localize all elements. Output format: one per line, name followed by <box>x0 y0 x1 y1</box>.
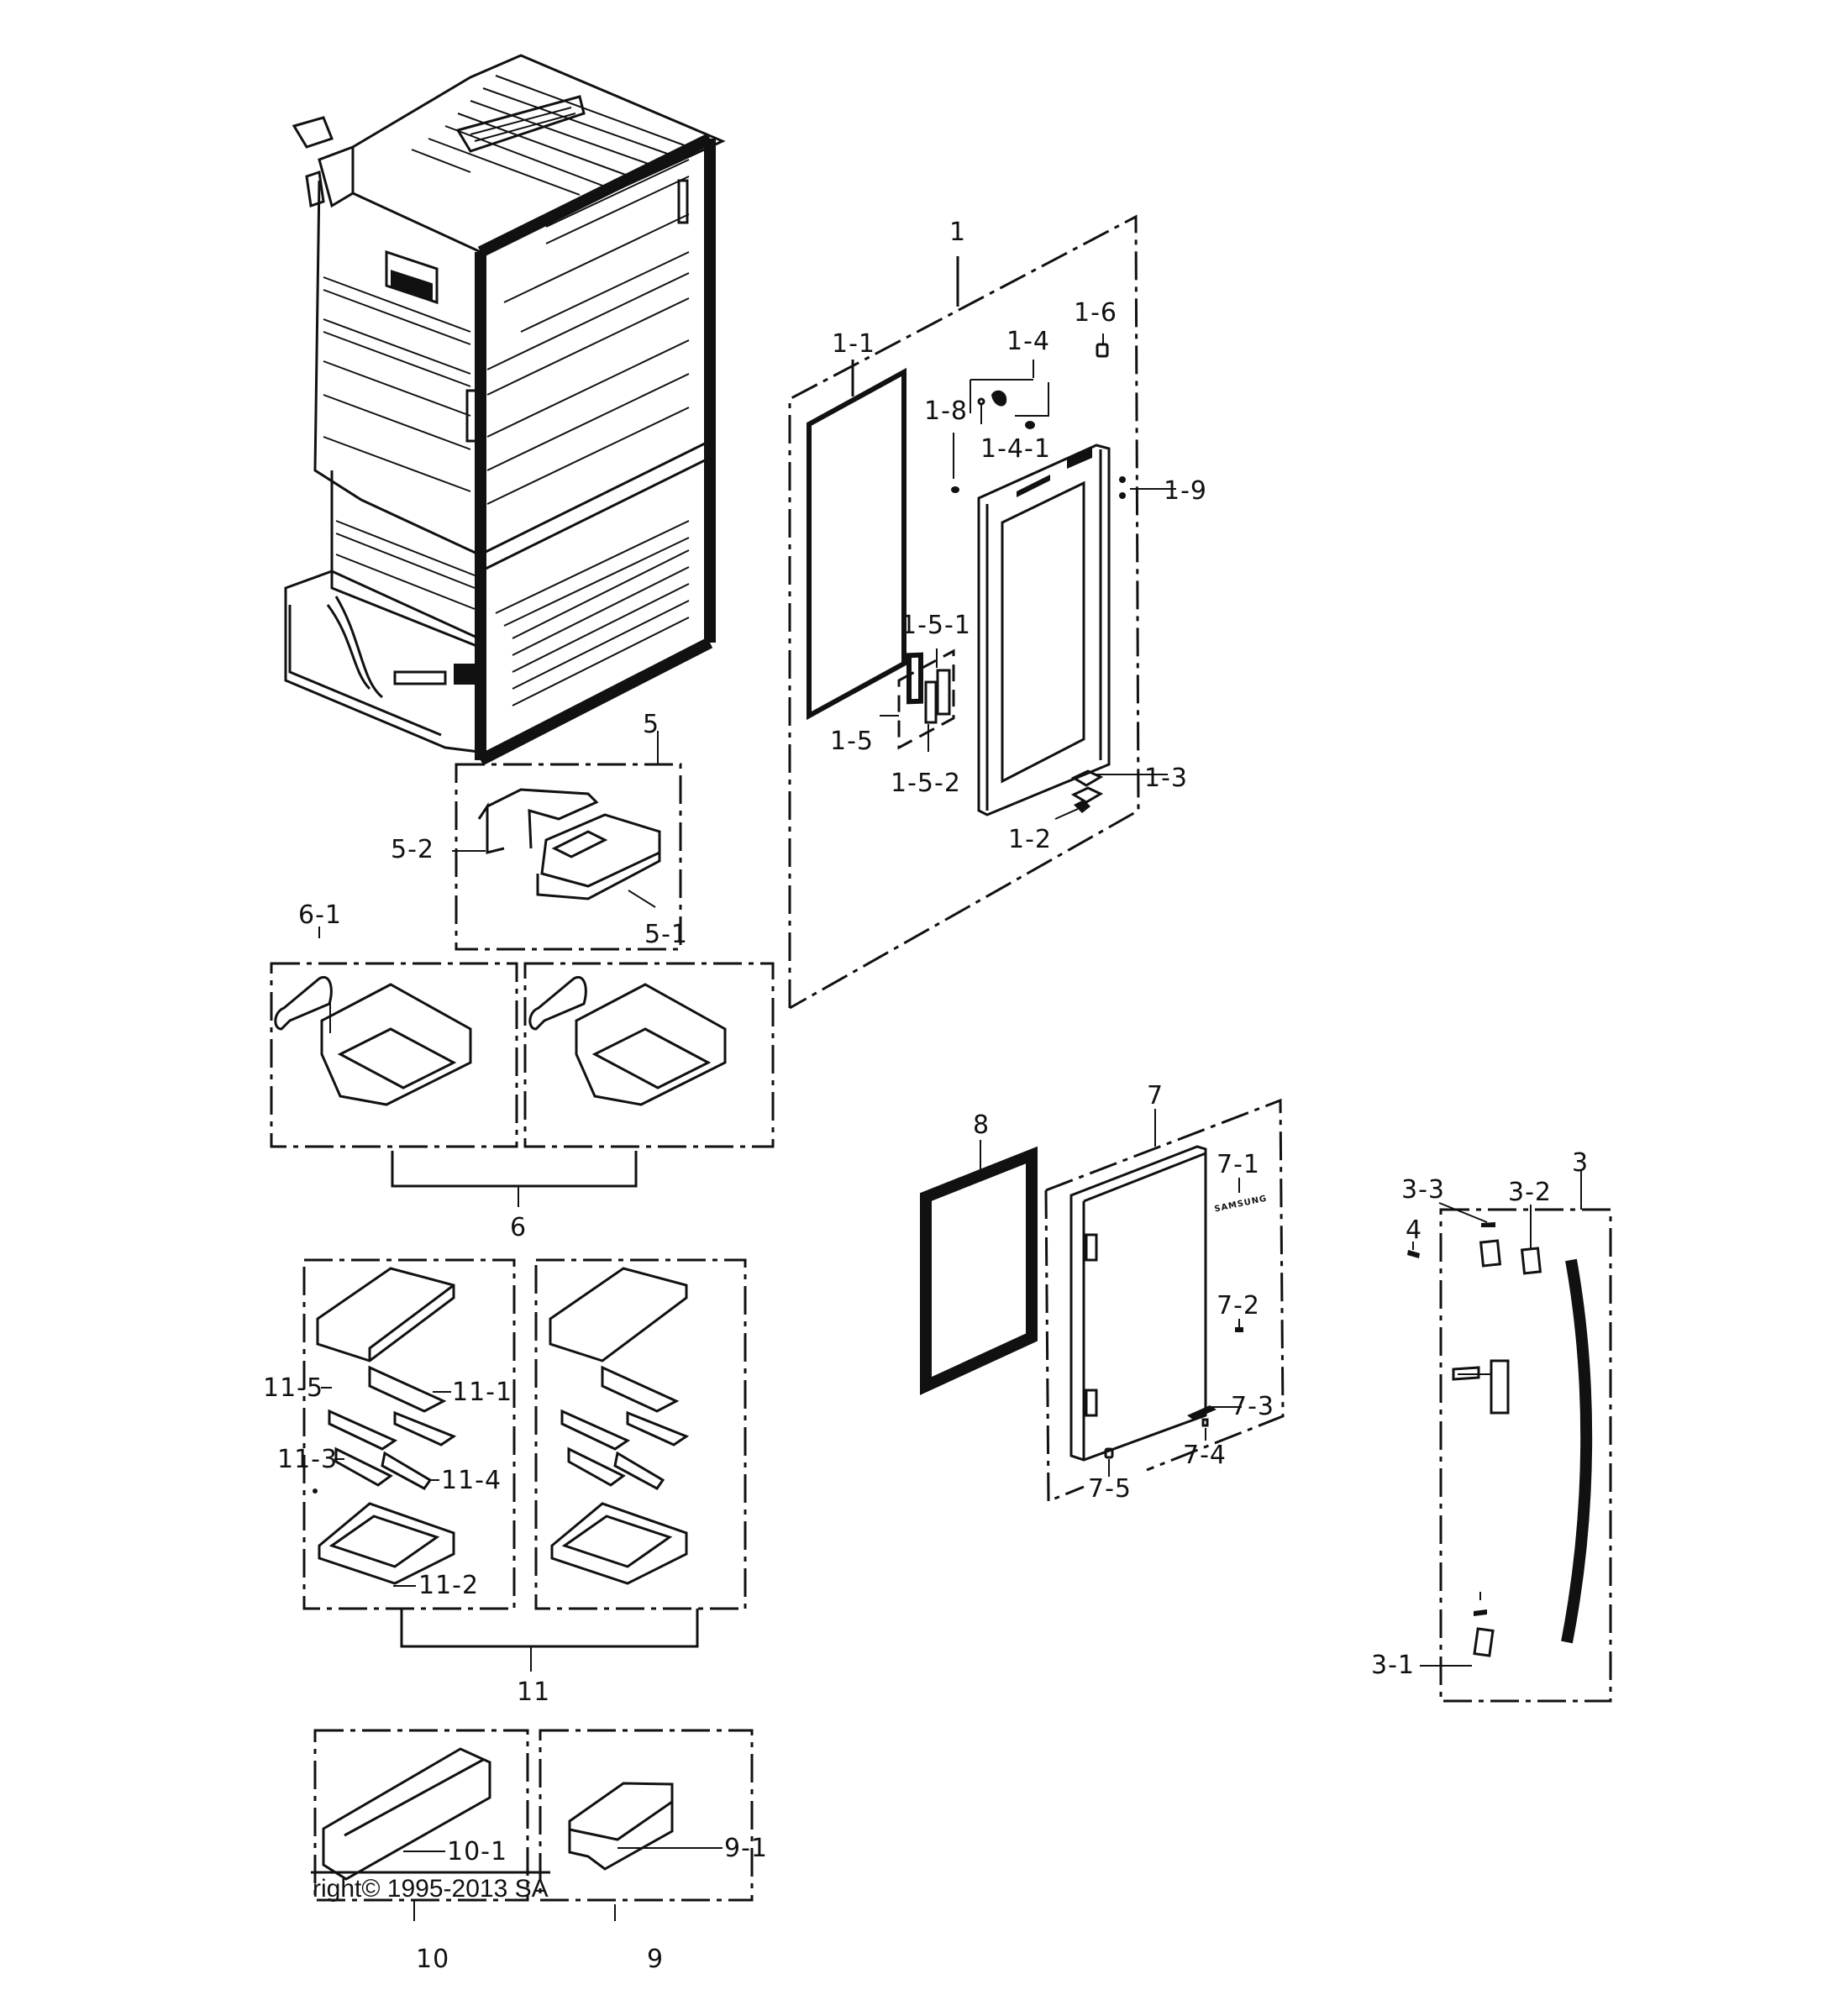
group-7-dashed-boundary <box>1044 1098 1285 1504</box>
part-3-1-bracket[interactable] <box>1420 1592 1495 1667</box>
part-1-9-screws[interactable] <box>1119 476 1176 499</box>
group-10-dashed-boundary <box>313 1729 529 1921</box>
group-5-dashed-boundary <box>455 731 682 951</box>
part-1-2-bracket[interactable] <box>1054 800 1090 820</box>
part-3-3-screw[interactable] <box>1438 1202 1495 1227</box>
part-7-3-hinge[interactable] <box>1187 1405 1242 1420</box>
label-6-1: 6-1 <box>298 900 342 930</box>
part-1-5-door-alarm-switch[interactable] <box>880 648 955 752</box>
label-9: 9 <box>647 1945 665 1974</box>
part-1-6-cap[interactable] <box>1096 333 1109 358</box>
label-8: 8 <box>973 1110 991 1140</box>
label-11-1: 11-1 <box>452 1378 513 1407</box>
copyright-notice: right© 1995-2013 SA <box>313 1875 549 1903</box>
part-1-3-lower-hinge[interactable] <box>1070 769 1168 804</box>
label-1-3: 1-3 <box>1144 764 1188 793</box>
group-3-dashed-boundary <box>1439 1170 1612 1703</box>
part-11-shelf-assembly-right[interactable] <box>549 1267 690 1585</box>
label-1-9: 1-9 <box>1164 476 1207 506</box>
part-6-door-bin-right[interactable] <box>528 975 727 1106</box>
part-3-2-bracket[interactable] <box>1520 1205 1542 1275</box>
label-11: 11 <box>517 1677 551 1707</box>
label-3-2: 3-2 <box>1508 1178 1552 1207</box>
label-11-2: 11-2 <box>418 1571 480 1600</box>
label-1-2: 1-2 <box>1008 825 1052 854</box>
part-1-1-door-gasket[interactable] <box>807 360 906 721</box>
group-1-dashed-boundary <box>788 214 1140 1010</box>
part-1-door-panel[interactable] <box>977 444 1111 816</box>
label-6: 6 <box>510 1213 528 1242</box>
part-3-3-bracket[interactable] <box>1479 1239 1502 1268</box>
label-3: 3 <box>1572 1148 1590 1178</box>
label-7: 7 <box>1147 1081 1164 1110</box>
part-1-8-screw[interactable] <box>951 433 959 493</box>
group-11-dashed-boundaries <box>302 1258 747 1672</box>
label-5: 5 <box>643 710 660 739</box>
part-4-screw[interactable] <box>1407 1242 1420 1258</box>
label-10-1: 10-1 <box>447 1837 508 1866</box>
refrigerator-cabinet[interactable] <box>284 54 726 766</box>
part-7-4-pin[interactable] <box>1201 1418 1209 1441</box>
label-11-3: 11-3 <box>277 1445 339 1474</box>
label-1-5-2: 1-5-2 <box>891 769 961 798</box>
label-3-1: 3-1 <box>1371 1651 1415 1680</box>
label-4: 4 <box>1406 1215 1423 1245</box>
label-11-5: 11-5 <box>263 1373 324 1403</box>
label-1-5-1: 1-5-1 <box>901 611 971 640</box>
label-1-1: 1-1 <box>832 329 875 359</box>
label-1-6: 1-6 <box>1074 298 1117 328</box>
label-7-2: 7-2 <box>1217 1291 1260 1320</box>
part-7-2-screw[interactable] <box>1235 1319 1243 1332</box>
label-1: 1 <box>949 218 967 247</box>
part-8-door-gasket[interactable] <box>920 1140 1038 1395</box>
part-1-4-hinge[interactable] <box>970 360 1049 429</box>
group-9-dashed-boundary <box>539 1729 754 1921</box>
part-9-1-door-guard[interactable] <box>568 1782 723 1871</box>
part-6-door-bin-left[interactable] <box>274 975 472 1106</box>
label-3-3: 3-3 <box>1401 1175 1445 1205</box>
part-7-door-panel[interactable] <box>1069 1145 1207 1462</box>
label-7-3: 7-3 <box>1231 1392 1274 1421</box>
label-11-4: 11-4 <box>441 1466 502 1495</box>
label-10: 10 <box>416 1945 450 1974</box>
label-1-5: 1-5 <box>830 727 874 756</box>
label-1-4-1: 1-4-1 <box>980 434 1051 464</box>
part-7-5-cap[interactable] <box>1104 1447 1114 1477</box>
label-7-1: 7-1 <box>1217 1150 1260 1179</box>
part-11-leader-lines <box>321 1387 451 1587</box>
label-5-2: 5-2 <box>391 835 434 864</box>
label-5-1: 5-1 <box>644 920 688 949</box>
label-7-4: 7-4 <box>1183 1441 1227 1470</box>
part-3-handle-bar[interactable] <box>1561 1258 1593 1644</box>
part-3-dispenser-module[interactable] <box>1452 1359 1510 1415</box>
label-1-4: 1-4 <box>1006 327 1050 356</box>
label-1-8: 1-8 <box>924 396 968 426</box>
part-10-1-long-door-guard[interactable] <box>322 1747 491 1881</box>
label-7-5: 7-5 <box>1088 1474 1132 1504</box>
part-11-shelf-assembly-left[interactable] <box>313 1267 457 1585</box>
label-9-1: 9-1 <box>724 1834 768 1863</box>
part-5-1-door-bin[interactable] <box>477 788 661 908</box>
group-6-dashed-boundaries <box>270 962 775 1207</box>
